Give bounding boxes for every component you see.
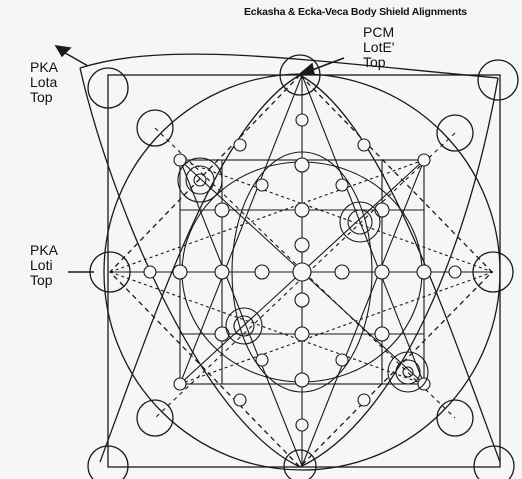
node — [295, 203, 309, 217]
label-pka-lota: PKA Lota Top — [30, 60, 58, 105]
ray — [302, 160, 424, 466]
label-pka-loti: PKA Loti Top — [30, 243, 58, 288]
node — [215, 203, 229, 217]
dotted-ray — [110, 272, 424, 384]
node — [234, 394, 246, 406]
node — [295, 238, 309, 252]
node — [375, 327, 389, 341]
dotted-ray — [180, 160, 493, 272]
label-line: Top — [30, 273, 58, 288]
dotted-ray — [180, 272, 493, 384]
node — [474, 446, 514, 479]
node — [296, 114, 308, 126]
dotted-ray — [110, 160, 424, 272]
ray — [302, 75, 424, 384]
node — [335, 265, 349, 279]
lower-right-arc — [300, 75, 500, 462]
arrow-head — [300, 64, 314, 74]
ring — [178, 158, 222, 202]
node — [375, 265, 389, 279]
node — [417, 265, 431, 279]
outer-structure — [80, 54, 500, 470]
node — [256, 354, 268, 366]
node — [295, 293, 309, 307]
node — [215, 327, 229, 341]
node — [293, 263, 311, 281]
node — [255, 265, 269, 279]
node — [173, 265, 187, 279]
node — [296, 419, 308, 431]
node — [295, 327, 309, 341]
label-pcm-lote: PCM LotE' Top — [363, 25, 394, 70]
node — [295, 158, 309, 172]
node — [449, 266, 461, 278]
label-line: Top — [363, 55, 394, 70]
node — [234, 139, 246, 151]
ray — [180, 75, 302, 384]
label-line: Loti — [30, 258, 58, 273]
node — [295, 373, 309, 387]
label-line: LotE' — [363, 40, 394, 55]
node — [358, 139, 370, 151]
ring — [186, 166, 214, 194]
node — [256, 179, 268, 191]
node — [144, 266, 156, 278]
label-line: PKA — [30, 243, 58, 258]
ring — [194, 174, 206, 186]
diagram-title: Eckasha & Ecka-Veca Body Shield Alignmen… — [244, 7, 467, 18]
node — [336, 179, 348, 191]
node — [375, 203, 389, 217]
node — [418, 154, 430, 166]
node — [174, 378, 186, 390]
node — [215, 265, 229, 279]
ring — [396, 360, 420, 384]
node — [284, 450, 316, 479]
label-line: PKA — [30, 60, 58, 75]
node — [336, 354, 348, 366]
label-line: Top — [30, 90, 58, 105]
label-line: PCM — [363, 25, 394, 40]
node — [358, 394, 370, 406]
label-line: Lota — [30, 75, 58, 90]
